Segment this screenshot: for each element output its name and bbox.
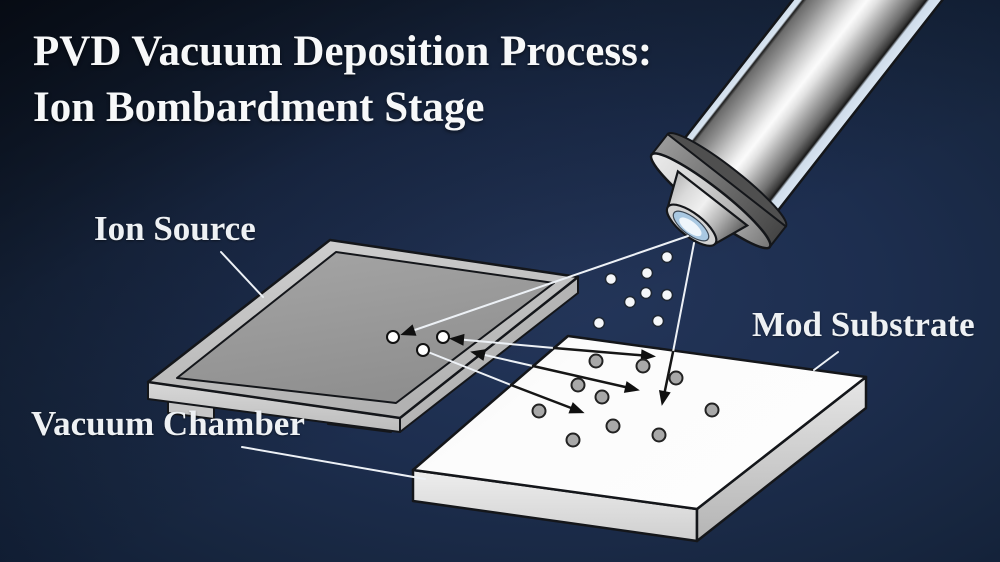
arrowhead (400, 324, 417, 336)
deposited-particle-dot (651, 427, 667, 443)
substrate-plate (411, 334, 868, 543)
deposited-particle-dot (594, 389, 610, 405)
arrowhead (470, 349, 487, 361)
title-line-2: Ion Bombardment Stage (33, 83, 485, 131)
arrowhead (640, 349, 656, 362)
deposited-particle-dot (588, 353, 604, 369)
trajectory-line (509, 383, 581, 413)
trajectory-line (241, 446, 426, 480)
deposited-particle-dot (570, 377, 586, 393)
flying-ion-dot (592, 316, 606, 330)
trajectory-line (405, 235, 689, 334)
plate-recess (176, 251, 555, 404)
arrowhead (658, 389, 671, 406)
trajectory-line (672, 242, 695, 353)
trajectory-line (220, 251, 264, 298)
arrowhead (449, 333, 465, 346)
arrowhead (623, 381, 640, 393)
target-impact-dot (386, 330, 400, 344)
trajectory-line (813, 351, 839, 371)
flying-ion-dot (651, 314, 665, 328)
target-impact-dot (436, 330, 450, 344)
trajectories-and-particles (220, 235, 839, 480)
deposited-particle-dot (704, 402, 720, 418)
deposited-particle-dot (668, 370, 684, 386)
deposited-particle-dot (531, 403, 547, 419)
trajectory-line (427, 351, 512, 386)
ion-gun-cylinder (649, 0, 1000, 250)
trajectory-line (475, 352, 534, 367)
label-mod-substrate: Mod Substrate (752, 305, 975, 344)
flying-ion-dot (623, 295, 637, 309)
deposited-particle-dot (635, 358, 651, 374)
trajectory-line (531, 364, 636, 391)
arrowhead (568, 402, 585, 414)
flying-ion-dot (639, 286, 653, 300)
label-vacuum-chamber: Vacuum Chamber (31, 404, 305, 443)
ion-source-plate (146, 238, 580, 433)
flying-ion-dot (660, 288, 674, 302)
substrate-top (411, 334, 868, 511)
diagram-title: PVD Vacuum Deposition Process: Ion Bomba… (33, 24, 652, 136)
deposited-particle-dot (565, 432, 581, 448)
flying-ion-dot (604, 272, 618, 286)
flying-ion-dot (640, 266, 654, 280)
gun-aperture-core (679, 217, 702, 237)
flying-ion-dot (660, 250, 674, 264)
trajectory-line (552, 346, 652, 358)
deposited-particle-dot (605, 418, 621, 434)
title-line-1: PVD Vacuum Deposition Process: (33, 28, 653, 75)
label-ion-source: Ion Source (94, 209, 256, 248)
target-impact-dot (416, 343, 430, 357)
trajectory-line (454, 338, 555, 349)
